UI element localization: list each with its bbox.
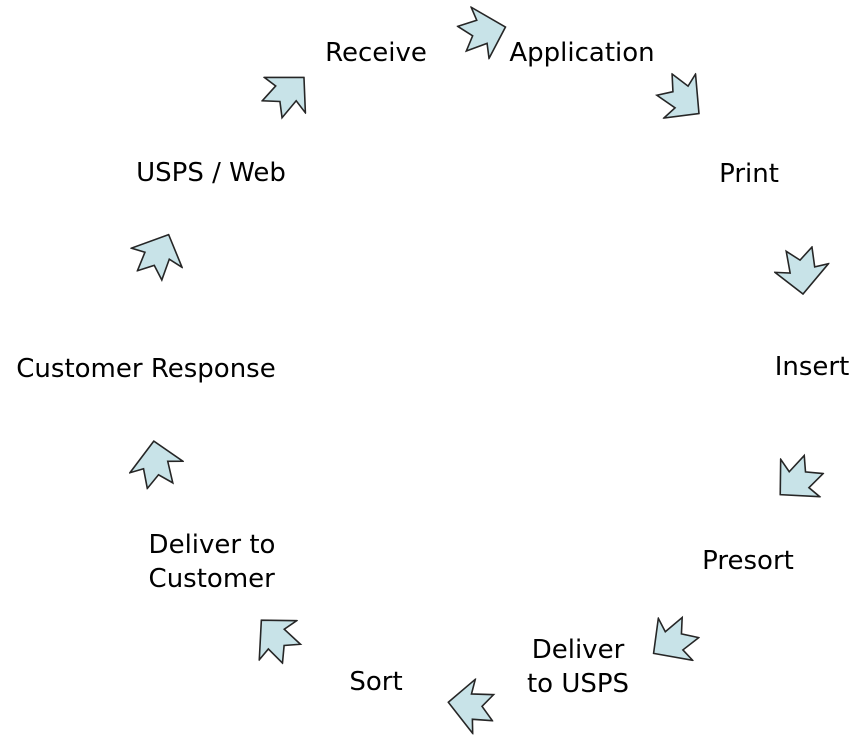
cycle-arrow-customer-response-to-usps-web-icon xyxy=(122,221,193,288)
step-label-presort: Presort xyxy=(702,546,794,577)
cycle-arrow-presort-to-deliver-to-usps-icon xyxy=(637,604,708,677)
cycle-arrow-sort-to-deliver-to-customer-icon xyxy=(239,601,313,674)
step-label-usps-web: USPS / Web xyxy=(136,158,286,189)
step-label-deliver-to-customer: Deliver to Customer xyxy=(148,530,276,594)
cycle-arrow-insert-to-presort-icon xyxy=(761,443,834,517)
step-label-application: Application xyxy=(509,38,655,69)
step-label-customer-response: Customer Response xyxy=(16,354,276,385)
cycle-arrow-application-to-print-icon xyxy=(646,61,719,135)
step-label-deliver-to-usps: Deliver to USPS xyxy=(526,635,630,699)
cycle-arrow-deliver-to-customer-to-customer-response-icon xyxy=(125,436,187,491)
cycle-arrow-print-to-insert-icon xyxy=(772,245,832,298)
step-label-print: Print xyxy=(719,159,779,190)
cycle-arrow-deliver-to-usps-to-sort-icon xyxy=(444,675,498,736)
cycle-arrow-usps-web-to-receive-icon xyxy=(250,56,324,130)
step-label-receive: Receive xyxy=(325,38,427,69)
step-label-insert: Insert xyxy=(774,352,850,383)
cycle-arrow-receive-to-application-icon xyxy=(453,0,514,65)
step-label-sort: Sort xyxy=(349,667,403,698)
